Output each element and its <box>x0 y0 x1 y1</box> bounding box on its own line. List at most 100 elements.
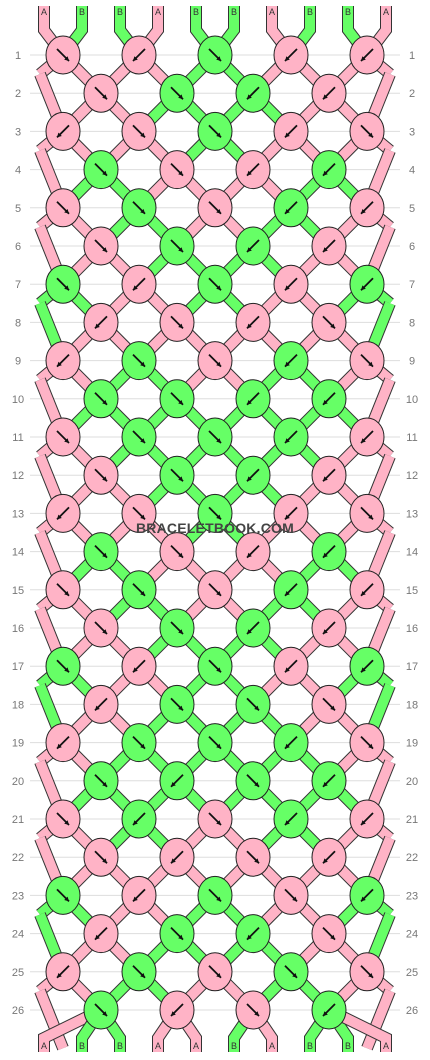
edge-strand <box>362 989 395 1051</box>
knot <box>121 493 157 533</box>
top-string-label: B <box>79 7 85 17</box>
arrow-down-right-icon <box>254 782 259 787</box>
knot <box>235 990 271 1030</box>
knot <box>311 73 347 113</box>
watermark: BRACELETBOOK.COM <box>136 520 294 536</box>
row-label-left: 2 <box>15 88 21 100</box>
row-label-left: 16 <box>12 623 24 635</box>
knot <box>197 417 233 457</box>
knot <box>45 875 81 915</box>
knot <box>235 73 271 113</box>
bottom-string-label: A <box>269 1041 275 1051</box>
arrow-down-right-icon <box>64 896 69 902</box>
knot <box>83 837 119 877</box>
knot <box>235 379 271 419</box>
arrow-down-left-icon <box>323 476 328 482</box>
row-label-left: 1 <box>15 50 21 62</box>
knot <box>121 952 157 992</box>
knot <box>273 417 309 457</box>
knot <box>159 302 195 342</box>
knot <box>121 111 157 151</box>
bottom-string <box>39 1005 104 1052</box>
knot <box>45 493 81 533</box>
knot <box>45 264 81 304</box>
arrow-down-right-icon <box>178 323 183 329</box>
knot <box>273 646 309 686</box>
row-label-left: 9 <box>15 356 21 368</box>
arrow-down-left-icon <box>95 323 100 329</box>
knot <box>159 837 195 877</box>
knot <box>159 226 195 266</box>
arrow-down-left-icon <box>133 820 138 825</box>
row-label-left: 26 <box>12 1005 24 1017</box>
arrow-down-right-icon <box>216 667 221 673</box>
knot <box>121 264 157 304</box>
knot <box>45 35 81 75</box>
arrow-down-left-icon <box>361 285 366 291</box>
arrow-down-right-icon <box>216 743 221 749</box>
arrow-down-right-icon <box>178 934 183 940</box>
arrow-down-left-icon <box>323 858 328 864</box>
arrow-down-right-icon <box>216 132 221 138</box>
knot <box>83 455 119 495</box>
arrow-down-left-icon <box>57 743 62 749</box>
knot <box>349 188 385 228</box>
arrow-down-right-icon <box>178 400 183 405</box>
row-label-right: 5 <box>409 203 415 215</box>
arrow-down-left-icon <box>285 591 290 596</box>
arrow-down-right-icon <box>178 170 183 176</box>
knot <box>349 723 385 763</box>
knot <box>235 455 271 495</box>
knot <box>159 150 195 190</box>
row-label-right: 3 <box>409 126 415 138</box>
arrow-down-left-icon <box>323 782 328 787</box>
row-label-left: 24 <box>12 929 24 941</box>
knot <box>45 646 81 686</box>
knot <box>311 761 347 801</box>
knot <box>311 532 347 572</box>
knot <box>273 570 309 610</box>
row-label-right: 23 <box>406 890 418 902</box>
arrow-down-right-icon <box>140 361 145 367</box>
knot <box>159 532 195 572</box>
knot <box>349 570 385 610</box>
knot <box>159 455 195 495</box>
knot <box>349 264 385 304</box>
knot <box>45 952 81 992</box>
row-label-left: 14 <box>12 547 24 559</box>
knot <box>45 188 81 228</box>
knot <box>311 379 347 419</box>
row-label-right: 22 <box>406 852 418 864</box>
arrow-down-right-icon <box>102 782 107 787</box>
knot <box>273 493 309 533</box>
arrow-down-left-icon <box>247 552 252 558</box>
knot <box>349 341 385 381</box>
arrow-down-left-icon <box>361 56 366 61</box>
arrow-down-right-icon <box>178 476 183 482</box>
knot <box>83 73 119 113</box>
arrow-down-right-icon <box>368 743 373 749</box>
arrow-down-left-icon <box>323 1011 328 1016</box>
arrow-down-left-icon <box>361 438 366 443</box>
arrow-down-left-icon <box>361 820 366 825</box>
knot <box>197 341 233 381</box>
knot <box>311 990 347 1030</box>
row-label-right: 2 <box>409 88 415 100</box>
knot <box>273 264 309 304</box>
knots <box>45 35 385 1030</box>
row-label-right: 16 <box>406 623 418 635</box>
arrow-down-right-icon <box>178 629 183 634</box>
row-label-right: 20 <box>406 776 418 788</box>
arrow-down-left-icon <box>247 934 252 940</box>
knot <box>197 111 233 151</box>
top-string-label: A <box>41 7 47 17</box>
row-label-left: 25 <box>12 967 24 979</box>
top-string-label: B <box>345 7 351 17</box>
arrow-down-left-icon <box>323 170 328 176</box>
arrow-down-right-icon <box>330 323 335 329</box>
knot <box>273 188 309 228</box>
arrow-down-left-icon <box>247 170 252 176</box>
knot <box>197 493 233 533</box>
row-label-left: 10 <box>12 394 24 406</box>
knot <box>273 875 309 915</box>
